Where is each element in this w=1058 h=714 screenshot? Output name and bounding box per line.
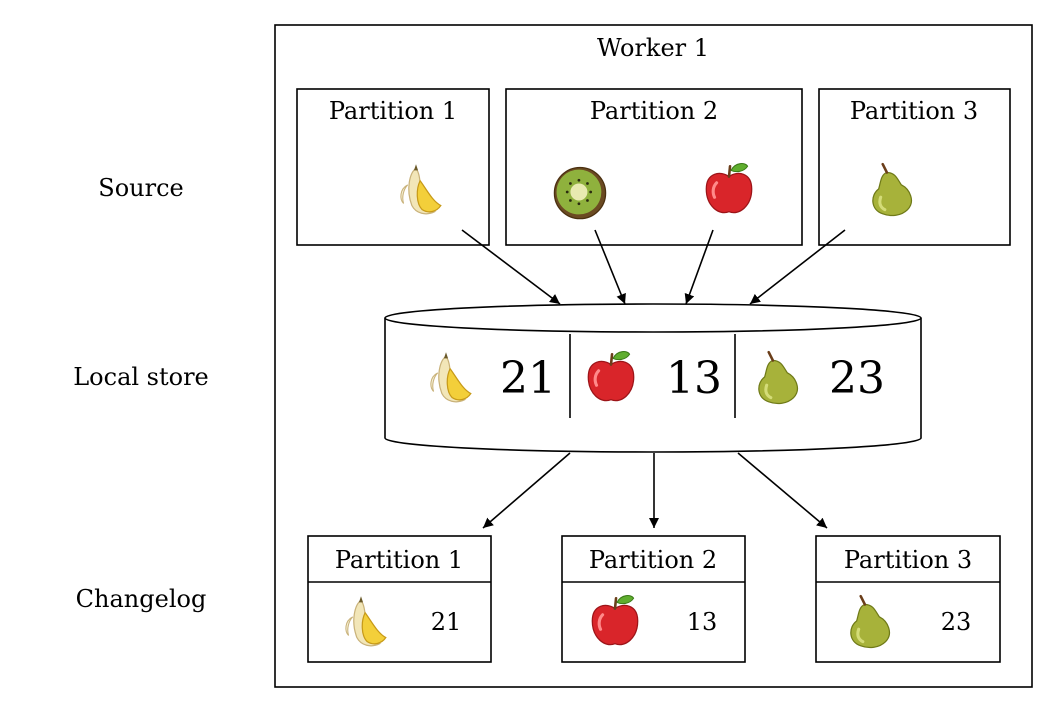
changelog-partition-2-title: Partition 2 <box>589 546 717 574</box>
row-label-changelog: Changelog <box>76 585 207 613</box>
arrow-source-apple-to-store <box>684 229 714 305</box>
store-value-banana: 21 <box>500 353 556 404</box>
kiwi-icon <box>553 166 607 220</box>
pear-icon <box>849 594 891 650</box>
source-partition-3: Partition 3 <box>818 88 1011 246</box>
changelog-partition-1-value: 21 <box>431 608 462 636</box>
changelog-partition-3-value: 23 <box>941 608 972 636</box>
arrow-store-to-changelog-p1 <box>482 452 571 529</box>
changelog-partition-1: Partition 1 21 <box>307 535 492 663</box>
arrow-source-p3-to-store <box>749 229 846 305</box>
apple-icon <box>590 594 640 647</box>
changelog-partition-2: Partition 2 13 <box>561 535 746 663</box>
store-value-pear: 23 <box>829 353 885 404</box>
arrow-source-kiwi-to-store <box>594 229 626 305</box>
worker-title: Worker 1 <box>597 34 709 62</box>
local-store-cylinder: 21 13 23 <box>384 303 922 453</box>
row-label-source: Source <box>98 174 183 202</box>
changelog-partition-3: Partition 3 23 <box>815 535 1001 663</box>
arrow-source-p1-to-store <box>461 229 561 305</box>
banana-icon <box>345 595 387 647</box>
row-label-local-store: Local store <box>73 363 209 391</box>
changelog-partition-3-title: Partition 3 <box>844 546 972 574</box>
worker-cluster <box>274 24 1033 688</box>
source-partition-2-title: Partition 2 <box>590 97 718 125</box>
source-partition-1: Partition 1 <box>296 88 490 246</box>
store-value-apple: 13 <box>666 353 722 404</box>
arrow-store-to-changelog-p3 <box>737 452 828 529</box>
changelog-partition-1-title: Partition 1 <box>335 546 463 574</box>
banana-icon <box>400 163 442 215</box>
apple-icon <box>704 162 754 215</box>
source-partition-3-title: Partition 3 <box>850 97 978 125</box>
changelog-partition-2-value: 13 <box>687 608 718 636</box>
pear-icon <box>871 162 913 218</box>
source-partition-2: Partition 2 <box>505 88 803 246</box>
source-partition-1-title: Partition 1 <box>329 97 457 125</box>
